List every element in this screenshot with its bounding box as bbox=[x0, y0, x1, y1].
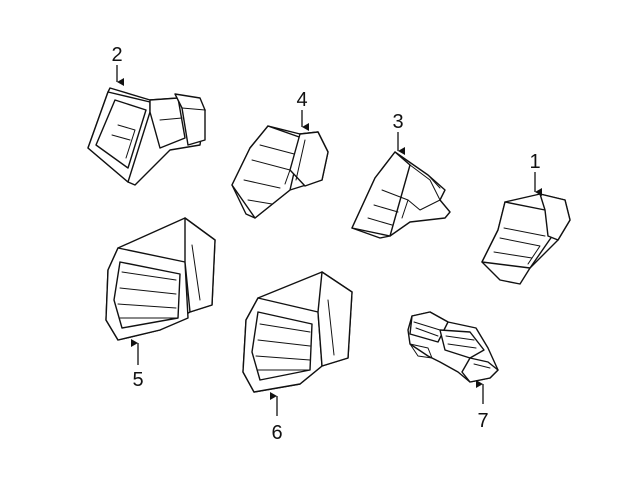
callout-1: 1 bbox=[529, 151, 540, 173]
callout-3: 3 bbox=[392, 111, 403, 133]
callout-7: 7 bbox=[477, 410, 488, 432]
part-2-vent bbox=[87, 87, 206, 186]
callout-2: 2 bbox=[111, 44, 122, 66]
part-3-vent bbox=[351, 151, 451, 239]
callout-6: 6 bbox=[271, 422, 282, 444]
part-1-vent bbox=[481, 193, 571, 285]
callout-5: 5 bbox=[132, 369, 143, 391]
part-4-vent bbox=[231, 125, 329, 219]
callout-4: 4 bbox=[296, 89, 307, 111]
part-5-vent bbox=[105, 217, 216, 341]
part-7-clip bbox=[407, 311, 499, 383]
part-6-vent bbox=[242, 271, 353, 393]
